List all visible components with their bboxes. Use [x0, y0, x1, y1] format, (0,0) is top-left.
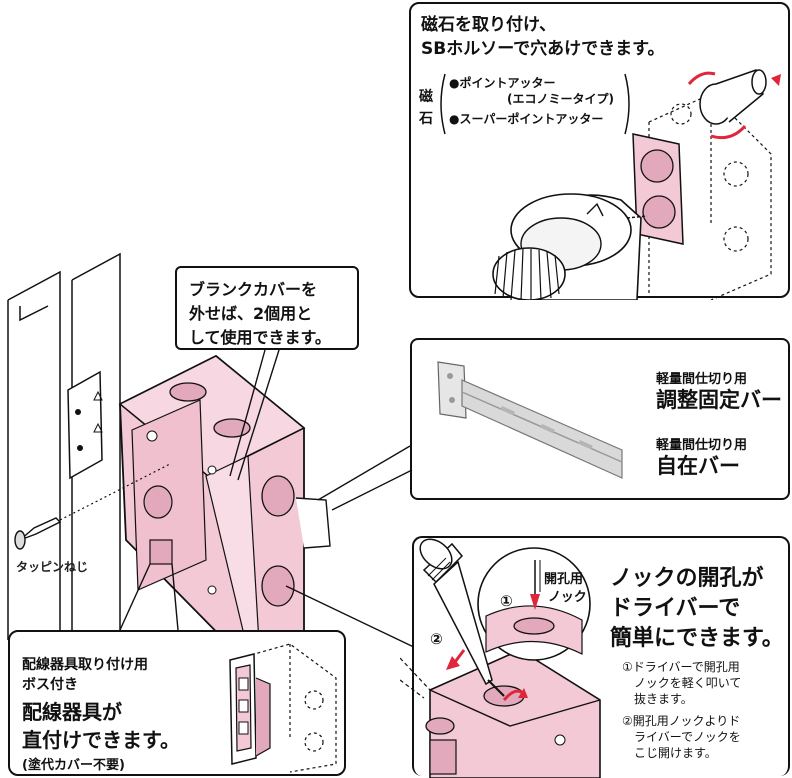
hole-label-2: ノック: [548, 590, 587, 605]
step2-marker: ②: [430, 630, 443, 648]
bar-illustration: [437, 361, 623, 479]
knock-note1-line3: 抜きます。: [634, 692, 693, 706]
blank-cover-line2: 外せば、2個用と: [189, 304, 313, 323]
hole-label-1: 開孔用: [544, 572, 584, 587]
wiring-small-line1: 配線器具取り付け用: [22, 657, 148, 673]
knock-note2-line1: ②開孔用ノックよりド: [622, 714, 741, 728]
magnet-item-2: ●スーパーポイントアッター: [449, 112, 604, 126]
wiring-large-line1: 配線器具が: [22, 700, 122, 724]
blank-cover-line1: ブランクカバーを: [189, 280, 318, 299]
screw-label: タッピンねじ: [16, 560, 89, 574]
wiring-note: (塗代カバー不要): [22, 758, 125, 773]
wiring-large-line2: 直付けできます。: [22, 728, 180, 752]
knock-note1-line1: ①ドライバーで開孔用: [622, 660, 740, 674]
bar1-large-label: 調整固定バー: [656, 388, 782, 412]
magnet-item-1-line2: (エコノミータイプ): [507, 92, 614, 106]
wiring-small-line2: ボス付き: [22, 677, 78, 693]
magnet-side-label-1: 磁: [419, 89, 433, 105]
knock-illustration: [400, 538, 601, 778]
blank-cover-line3: して使用できます。: [189, 328, 331, 347]
magnet-title-line2: SBホルソーで穴あけできます。: [421, 39, 665, 59]
blank-cover-callout: ブランクカバーを 外せば、2個用と して使用できます。: [175, 266, 359, 350]
knock-note2-line3: こじ開けます。: [634, 746, 717, 760]
magnet-item-1-line1: ●ポイントアッター: [449, 76, 556, 90]
magnet-bracket: [440, 73, 630, 135]
bar-panel: 軽量間仕切り用 調整固定バー 軽量間仕切り用 自在バー: [410, 338, 790, 500]
hole-saw-illustration: [492, 69, 781, 300]
knock-headline-1: ノックの開孔が: [610, 566, 764, 591]
magnet-panel: 磁石を取り付け、 SBホルソーで穴あけできます。 磁 石 ●ポイントアッター (…: [409, 2, 790, 300]
step1-marker: ①: [500, 592, 513, 610]
bar1-small-label: 軽量間仕切り用: [656, 372, 748, 387]
knock-note1-line2: ノックを軽く叩いて: [634, 676, 742, 690]
magnet-side-label-2: 石: [419, 111, 433, 127]
wiring-device-illustration: [229, 643, 337, 773]
knock-headline-3: 簡単にできます。: [610, 626, 784, 651]
bar2-large-label: 自在バー: [656, 454, 740, 478]
knock-note2-line2: ライバーでノックを: [634, 730, 741, 744]
wiring-callout: 配線器具取り付け用 ボス付き 配線器具が 直付けできます。 (塗代カバー不要): [8, 630, 346, 776]
magnet-title-line1: 磁石を取り付け、: [421, 15, 557, 35]
bar2-small-label: 軽量間仕切り用: [656, 438, 748, 453]
knock-headline-2: ドライバーで: [610, 596, 741, 621]
